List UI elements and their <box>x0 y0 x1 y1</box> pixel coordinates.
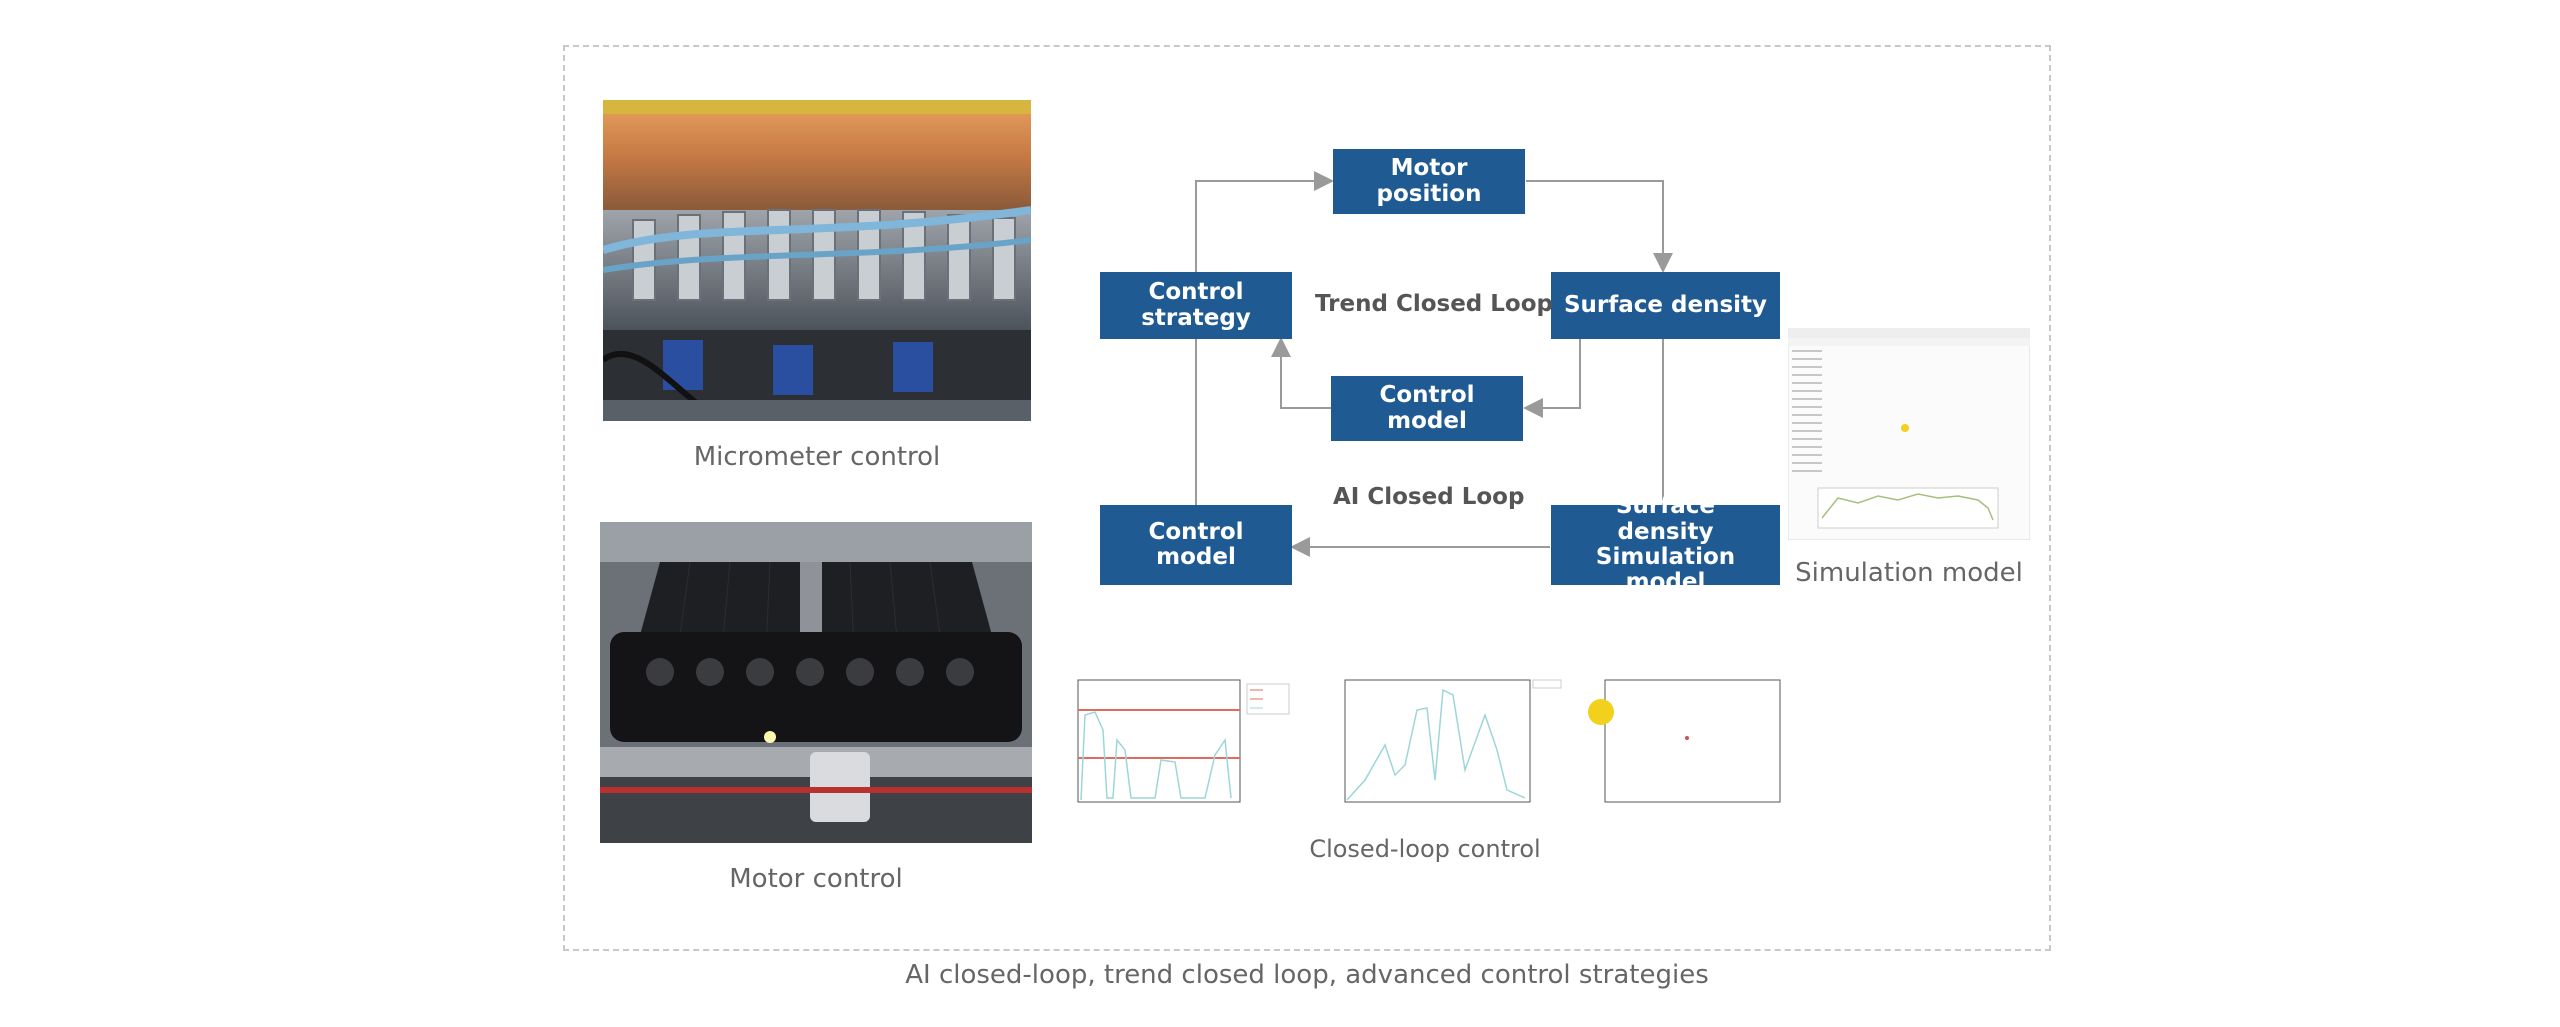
motor-control-photo <box>600 522 1032 843</box>
closed-loop-chart-1 <box>1065 670 1310 815</box>
simulation-model-caption: Simulation model <box>1795 558 2023 588</box>
trend-closed-loop-label: Trend Closed Loop <box>1315 291 1553 317</box>
micrometer-control-caption: Micrometer control <box>693 442 941 472</box>
micrometer-control-photo <box>603 100 1031 421</box>
footer-caption: AI closed-loop, trend closed loop, advan… <box>905 960 1709 990</box>
simulation-model-screenshot <box>1787 327 2031 541</box>
closed-loop-chart-2 <box>1325 670 1565 815</box>
surface-density-box: Surface density <box>1551 272 1780 339</box>
control-model-outer-box: Control model <box>1100 505 1292 585</box>
closed-loop-control-caption: Closed-loop control <box>1309 835 1541 863</box>
simulation-model-box: Surface density Simulation model <box>1551 494 1780 595</box>
motor-control-caption: Motor control <box>729 864 903 894</box>
motor-position-box: Motor position <box>1333 149 1525 214</box>
diagram-frame <box>563 45 2051 951</box>
control-strategy-box: Control strategy <box>1100 272 1292 339</box>
closed-loop-chart-3 <box>1585 670 1785 815</box>
control-model-inner-box: Control model <box>1331 376 1523 441</box>
ai-closed-loop-label: AI Closed Loop <box>1333 484 1525 510</box>
